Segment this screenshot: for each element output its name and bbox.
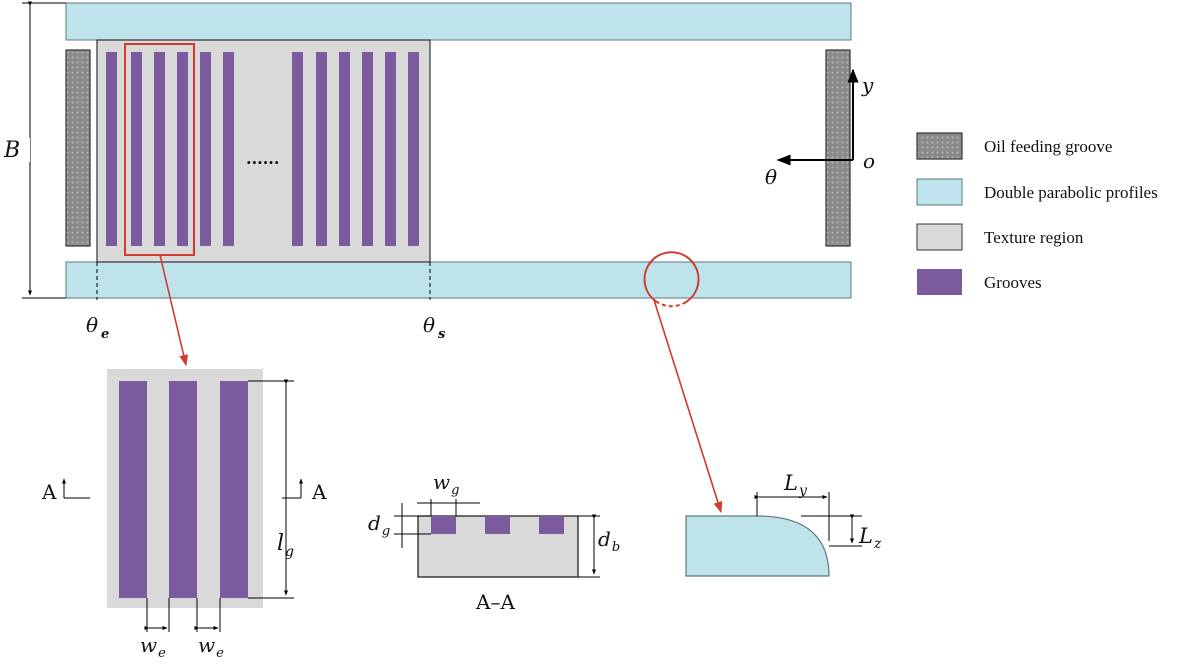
detail-groove — [220, 381, 248, 598]
right-oil-feeding-groove — [825, 49, 851, 247]
detail-groove — [119, 381, 147, 598]
b-label-bg — [10, 138, 30, 162]
dg-label: dg — [368, 511, 390, 539]
section-a-a-view: wg dg db A–A — [368, 470, 620, 614]
groove — [154, 52, 165, 246]
groove-detail-view: A A lg we we — [41, 369, 327, 661]
grooves-left-set — [106, 52, 234, 246]
legend-swatch-oil-feeding-groove — [916, 132, 963, 160]
section-groove — [539, 516, 564, 534]
groove — [106, 52, 117, 246]
groove — [200, 52, 211, 246]
section-caption: A–A — [475, 590, 515, 614]
left-oil-feeding-groove — [65, 49, 91, 247]
ellipsis-label: ...... — [246, 149, 279, 168]
legend: Oil feeding groove Double parabolic prof… — [916, 132, 1158, 295]
profile-leader-arrow — [653, 299, 723, 514]
parabolic-profile-shape — [685, 515, 830, 577]
section-groove — [485, 516, 510, 534]
texture-region — [96, 39, 431, 263]
legend-swatch-grooves — [917, 269, 962, 295]
detail-groove — [169, 381, 197, 598]
we1-label: we — [140, 633, 166, 661]
theta-axis-label: θ — [765, 165, 777, 189]
legend-label: Oil feeding groove — [984, 137, 1112, 156]
groove — [362, 52, 373, 246]
groove — [339, 52, 350, 246]
groove — [177, 52, 188, 246]
groove — [292, 52, 303, 246]
profile-detail-view: Ly Lz — [685, 471, 882, 577]
y-axis-label: y — [861, 73, 874, 97]
db-label: db — [598, 527, 620, 555]
legend-swatch-double-parabolic-profiles — [916, 178, 963, 206]
we2-label: we — [198, 633, 224, 661]
legend-label: Texture region — [984, 228, 1084, 247]
legend-label: Double parabolic profiles — [984, 183, 1158, 202]
groove — [385, 52, 396, 246]
section-a-left-label: A — [41, 480, 57, 504]
detail-callout-box — [124, 43, 195, 256]
groove — [223, 52, 234, 246]
section-groove — [431, 516, 456, 534]
legend-swatch-texture-region — [916, 223, 963, 251]
detail-leader-arrow — [159, 254, 189, 367]
grooves-right-set — [292, 52, 419, 246]
ly-label: Ly — [783, 471, 808, 499]
legend-item-oil-feeding-groove: Oil feeding groove — [916, 132, 1112, 160]
lg-label: lg — [277, 531, 294, 560]
profile-callout-circle — [643, 251, 700, 303]
legend-item-double-parabolic-profiles: Double parabolic profiles — [916, 178, 1158, 206]
lz-label: Lz — [858, 524, 882, 552]
origin-label: o — [863, 149, 875, 173]
wg-label: wg — [433, 470, 459, 498]
groove — [408, 52, 419, 246]
groove — [316, 52, 327, 246]
legend-item-grooves: Grooves — [917, 269, 1042, 295]
legend-item-texture-region: Texture region — [916, 223, 1084, 251]
top-parabolic-profile — [65, 2, 852, 41]
legend-label: Grooves — [984, 273, 1042, 292]
section-a-right-label: A — [311, 480, 327, 504]
profile-callout-circle-dashed — [656, 301, 687, 308]
b-label: B — [3, 138, 20, 163]
groove — [131, 52, 142, 246]
bottom-parabolic-profile — [65, 261, 852, 299]
